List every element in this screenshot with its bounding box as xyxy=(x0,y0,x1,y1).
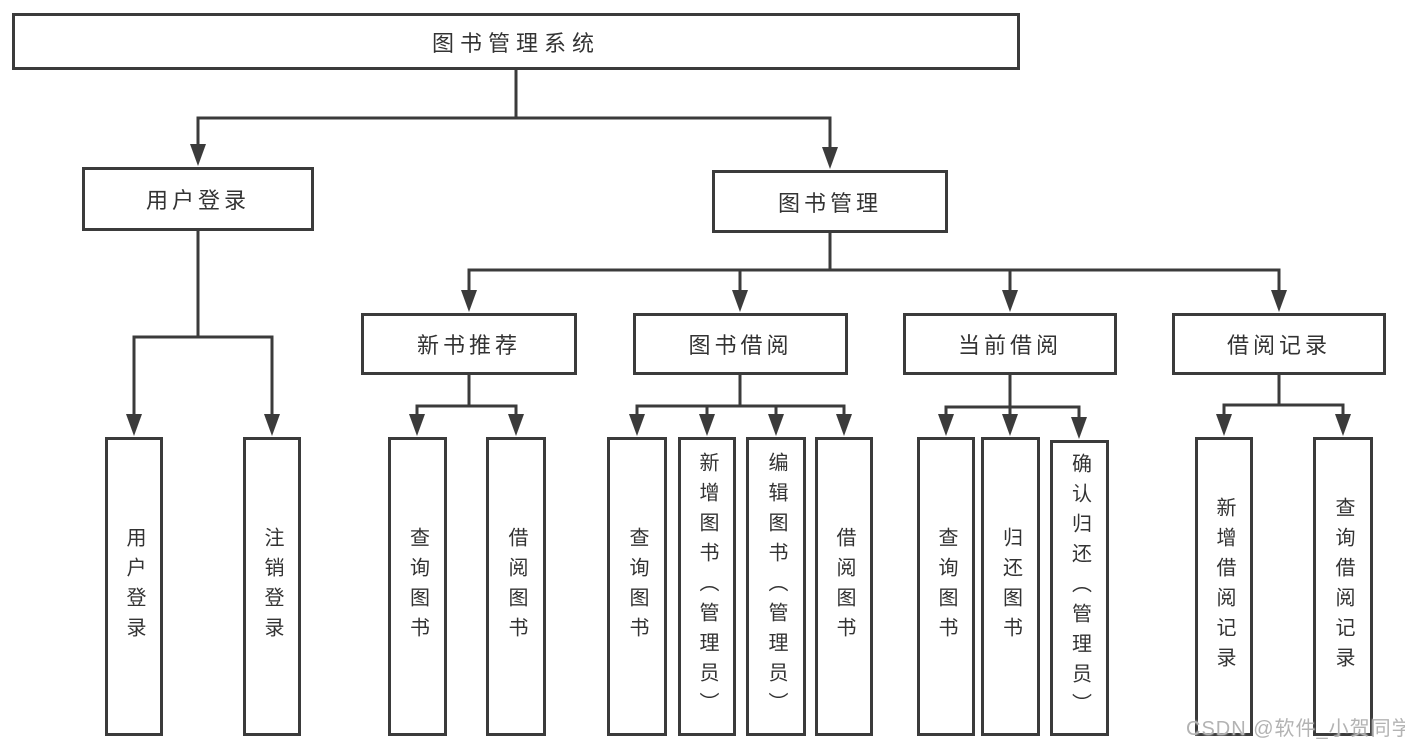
node-current-borrow: 当前借阅 xyxy=(903,313,1117,375)
node-label: 查询图书 xyxy=(935,526,957,647)
node-label: 借阅图书 xyxy=(505,526,527,647)
node-label: 图书借阅 xyxy=(688,333,793,358)
node-label: 借阅记录 xyxy=(1226,333,1331,358)
node-label: 当前借阅 xyxy=(957,333,1062,358)
node-label: 查询图书 xyxy=(406,526,429,647)
node-new-book-recommend: 新书推荐 xyxy=(361,313,577,375)
node-book-management: 图书管理 xyxy=(712,170,948,233)
node-label: 归还图书 xyxy=(999,526,1022,647)
leaf-query-books-recommend: 查询图书 xyxy=(388,437,447,736)
node-book-borrow: 图书借阅 xyxy=(633,313,848,375)
node-label: 注销登录 xyxy=(261,526,283,647)
leaf-edit-book-admin: 编辑图书（管理员） xyxy=(746,437,806,736)
node-label: 新书推荐 xyxy=(416,333,521,358)
leaf-borrow-books-recommend: 借阅图书 xyxy=(486,437,546,736)
csdn-watermark: CSDN @软件_小贺同学 xyxy=(1186,718,1405,740)
node-user-login: 用户登录 xyxy=(82,167,314,231)
node-label: 借阅图书 xyxy=(833,526,855,647)
leaf-add-borrow-record: 新增借阅记录 xyxy=(1195,437,1253,736)
leaf-query-borrow-record: 查询借阅记录 xyxy=(1313,437,1373,736)
leaf-logout: 注销登录 xyxy=(243,437,301,736)
node-label: 用户登录 xyxy=(145,188,250,213)
node-label: 编辑图书（管理员） xyxy=(765,451,787,722)
leaf-query-books-current: 查询图书 xyxy=(917,437,975,736)
leaf-query-books-borrow: 查询图书 xyxy=(607,437,667,736)
node-label: 查询图书 xyxy=(626,526,648,647)
node-label: 查询借阅记录 xyxy=(1332,496,1354,677)
leaf-user-login: 用户登录 xyxy=(105,437,163,736)
node-label: 新增图书（管理员） xyxy=(696,451,718,722)
leaf-return-book: 归还图书 xyxy=(981,437,1040,736)
node-label: 图书管理 xyxy=(777,190,882,216)
node-label: 用户登录 xyxy=(123,526,145,647)
node-label: 确认归还（管理员） xyxy=(1068,453,1091,723)
node-library-management-system: 图书管理系统 xyxy=(12,13,1020,70)
leaf-borrow-books: 借阅图书 xyxy=(815,437,873,736)
node-label: 新增借阅记录 xyxy=(1213,496,1235,677)
leaf-confirm-return-admin: 确认归还（管理员） xyxy=(1050,440,1109,736)
node-label: 图书管理系统 xyxy=(431,30,600,56)
leaf-add-book-admin: 新增图书（管理员） xyxy=(678,437,736,736)
node-borrow-records: 借阅记录 xyxy=(1172,313,1386,375)
